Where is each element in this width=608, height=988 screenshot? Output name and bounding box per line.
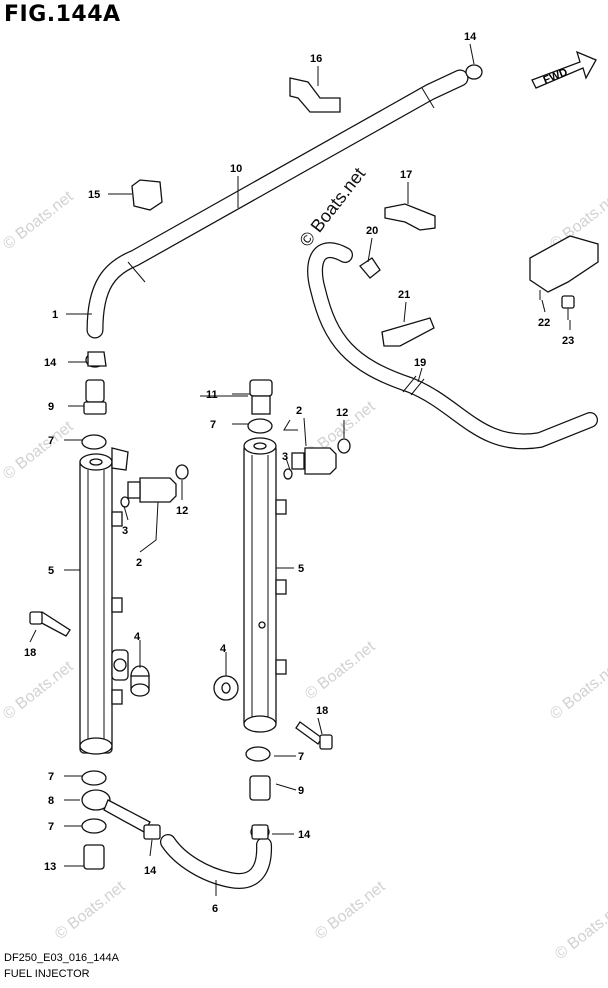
clamp-16 [289, 77, 341, 113]
callout-11: 11 [206, 389, 218, 401]
watermark: © Boats.net [0, 418, 77, 483]
callout-labels: 1 14 9 7 5 18 7 8 7 13 14 6 9 7 5 7 11 2… [24, 31, 574, 915]
callout-12: 12 [336, 407, 348, 419]
callout-23: 23 [562, 335, 574, 347]
union-top-left [81, 352, 107, 450]
callout-14: 14 [464, 31, 477, 43]
callout-9: 9 [48, 401, 54, 413]
callout-18: 18 [24, 647, 36, 659]
callout-2: 2 [136, 557, 142, 569]
figure-title: FIG.144A [4, 2, 121, 27]
callout-7: 7 [48, 821, 54, 833]
callout-18: 18 [316, 705, 328, 717]
clamp-21 [381, 317, 435, 347]
watermark: © Boats.net [0, 658, 77, 723]
callout-3: 3 [122, 525, 128, 537]
callout-9: 9 [298, 785, 304, 797]
union-bottom-left [81, 770, 160, 870]
callout-14: 14 [144, 865, 157, 877]
watermark: © Boats.net [552, 898, 608, 963]
clamp-14-mid [87, 351, 107, 367]
callout-16: 16 [310, 53, 322, 65]
callout-12: 12 [176, 505, 188, 517]
injector-left [120, 464, 189, 508]
bolt-23 [561, 295, 575, 320]
callout-14: 14 [298, 829, 311, 841]
callout-19: 19 [414, 357, 426, 369]
callout-21: 21 [398, 289, 410, 301]
clamp-14-right [251, 824, 269, 840]
callout-7: 7 [48, 435, 54, 447]
leader-lines [29, 43, 571, 896]
callout-13: 13 [44, 861, 56, 873]
watermark: © Boats.net [312, 878, 389, 943]
callout-10: 10 [230, 163, 242, 175]
clamp-17 [384, 203, 436, 231]
callout-5: 5 [48, 565, 54, 577]
callout-8: 8 [48, 795, 54, 807]
callout-20: 20 [366, 225, 378, 237]
watermark-main: © Boats.net [295, 164, 369, 251]
bolt-left [29, 611, 71, 637]
callout-4: 4 [134, 631, 141, 643]
callout-5: 5 [298, 563, 304, 575]
callout-4: 4 [220, 643, 227, 655]
lower-hose [160, 834, 273, 889]
watermark: © Boats.net [52, 878, 129, 943]
clamp-15 [131, 179, 163, 211]
fwd-arrow-icon: FWD [531, 50, 597, 89]
bracket-22 [529, 235, 599, 300]
callout-3: 3 [282, 451, 288, 463]
figure-caption: FUEL INJECTOR [4, 968, 90, 980]
callout-14: 14 [44, 357, 57, 369]
watermark: © Boats.net [302, 638, 379, 703]
spacer-left [130, 665, 150, 697]
spacer-right [213, 675, 239, 701]
callout-2: 2 [296, 405, 302, 417]
callout-6: 6 [212, 903, 218, 915]
union-top-right [247, 379, 273, 434]
callout-17: 17 [400, 169, 412, 181]
watermark: © Boats.net [0, 188, 77, 253]
right-fuel-rail [243, 437, 287, 733]
clamp-20 [359, 257, 381, 279]
injector-right [283, 438, 351, 480]
callout-7: 7 [298, 751, 304, 763]
callout-15: 15 [88, 189, 100, 201]
return-hose [307, 242, 598, 450]
clamp-14-low [143, 824, 161, 840]
callout-1: 1 [52, 309, 58, 321]
watermark: © Boats.net [547, 658, 608, 723]
callout-7: 7 [210, 419, 216, 431]
fuel-pipe [86, 69, 469, 339]
callout-7: 7 [48, 771, 54, 783]
callout-22: 22 [538, 317, 550, 329]
bolt-right [295, 721, 333, 750]
drawing-code: DF250_E03_016_144A [4, 952, 119, 964]
clamp-14-top [465, 64, 483, 80]
fwd-label: FWD [542, 66, 570, 87]
left-fuel-rail [79, 447, 129, 755]
